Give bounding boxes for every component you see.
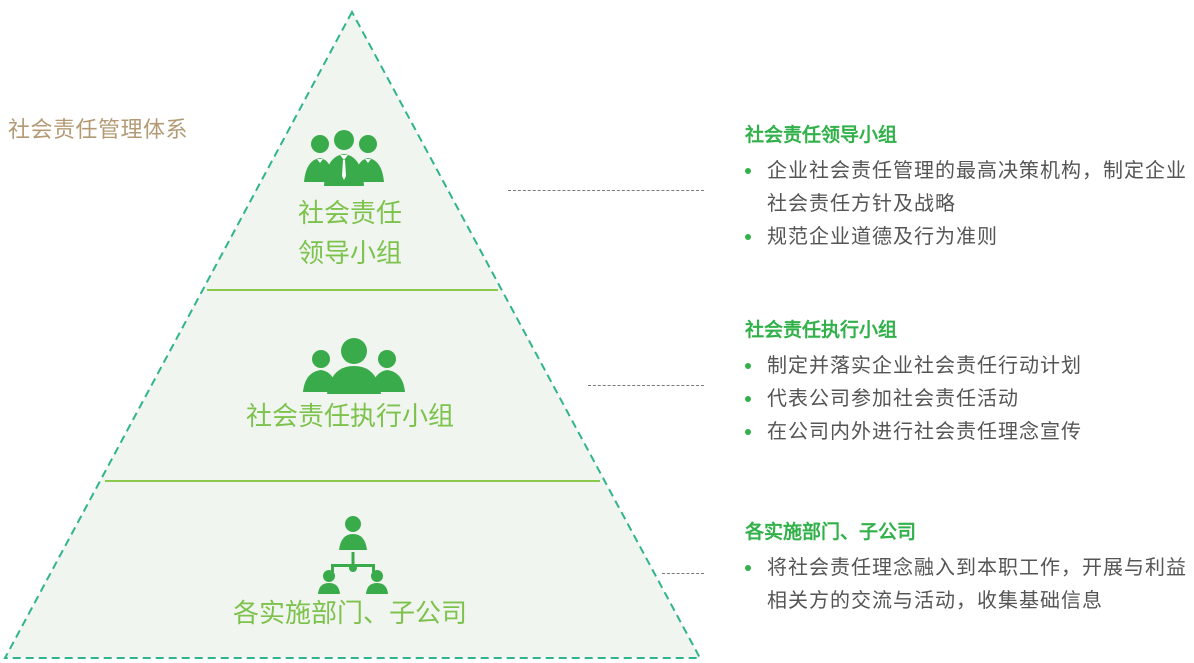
description-departments: 各实施部门、子公司 将社会责任理念融入到本职工作，开展与利益相关方的交流与活动，… bbox=[745, 519, 1190, 617]
description-item: 将社会责任理念融入到本职工作，开展与利益相关方的交流与活动，收集基础信息 bbox=[745, 551, 1190, 617]
bullet-dot-icon bbox=[745, 429, 751, 435]
leader-line-leadership bbox=[508, 190, 704, 191]
description-item-text: 企业社会责任管理的最高决策机构，制定企业社会责任方针及战略 bbox=[767, 158, 1187, 215]
description-item-text: 在公司内外进行社会责任理念宣传 bbox=[767, 419, 1082, 443]
bullet-dot-icon bbox=[745, 234, 751, 240]
description-item-text: 将社会责任理念融入到本职工作，开展与利益相关方的交流与活动，收集基础信息 bbox=[767, 555, 1187, 612]
description-item: 代表公司参加社会责任活动 bbox=[745, 382, 1190, 415]
pyramid-body bbox=[3, 9, 702, 659]
org-hierarchy-icon bbox=[318, 516, 388, 594]
bullet-dot-icon bbox=[745, 168, 751, 174]
description-execution: 社会责任执行小组 制定并落实企业社会责任行动计划 代表公司参加社会责任活动 在公… bbox=[745, 317, 1190, 448]
tier-label-leadership: 社会责任 领导小组 bbox=[250, 194, 450, 274]
team-people-icon bbox=[303, 338, 405, 394]
description-title: 社会责任领导小组 bbox=[745, 124, 898, 146]
description-list: 企业社会责任管理的最高决策机构，制定企业社会责任方针及战略 规范企业道德及行为准… bbox=[745, 154, 1190, 253]
bullet-dot-icon bbox=[745, 565, 751, 571]
description-leadership: 社会责任领导小组 企业社会责任管理的最高决策机构，制定企业社会责任方针及战略 规… bbox=[745, 122, 1190, 253]
tier-label-leadership-line1: 社会责任 bbox=[297, 199, 402, 229]
bullet-dot-icon bbox=[745, 396, 751, 402]
tier-label-leadership-line2: 领导小组 bbox=[297, 239, 402, 269]
description-list: 制定并落实企业社会责任行动计划 代表公司参加社会责任活动 在公司内外进行社会责任… bbox=[745, 349, 1190, 448]
tier-label-execution: 社会责任执行小组 bbox=[245, 402, 454, 432]
description-item: 制定并落实企业社会责任行动计划 bbox=[745, 349, 1190, 382]
description-item: 规范企业道德及行为准则 bbox=[745, 220, 1190, 253]
leader-line-departments bbox=[662, 573, 704, 574]
description-item-text: 规范企业道德及行为准则 bbox=[767, 224, 998, 248]
description-title: 社会责任执行小组 bbox=[745, 319, 898, 341]
leader-line-execution bbox=[588, 385, 704, 386]
tier-label-departments: 各实施部门、子公司 bbox=[232, 599, 467, 629]
group-leadership-icon bbox=[304, 130, 384, 186]
description-item: 在公司内外进行社会责任理念宣传 bbox=[745, 415, 1190, 448]
description-item: 企业社会责任管理的最高决策机构，制定企业社会责任方针及战略 bbox=[745, 154, 1190, 220]
description-title: 各实施部门、子公司 bbox=[745, 521, 917, 543]
system-title: 社会责任管理体系 bbox=[8, 118, 189, 143]
description-list: 将社会责任理念融入到本职工作，开展与利益相关方的交流与活动，收集基础信息 bbox=[745, 551, 1190, 617]
bullet-dot-icon bbox=[745, 363, 751, 369]
description-item-text: 代表公司参加社会责任活动 bbox=[767, 386, 1019, 410]
description-item-text: 制定并落实企业社会责任行动计划 bbox=[767, 353, 1082, 377]
